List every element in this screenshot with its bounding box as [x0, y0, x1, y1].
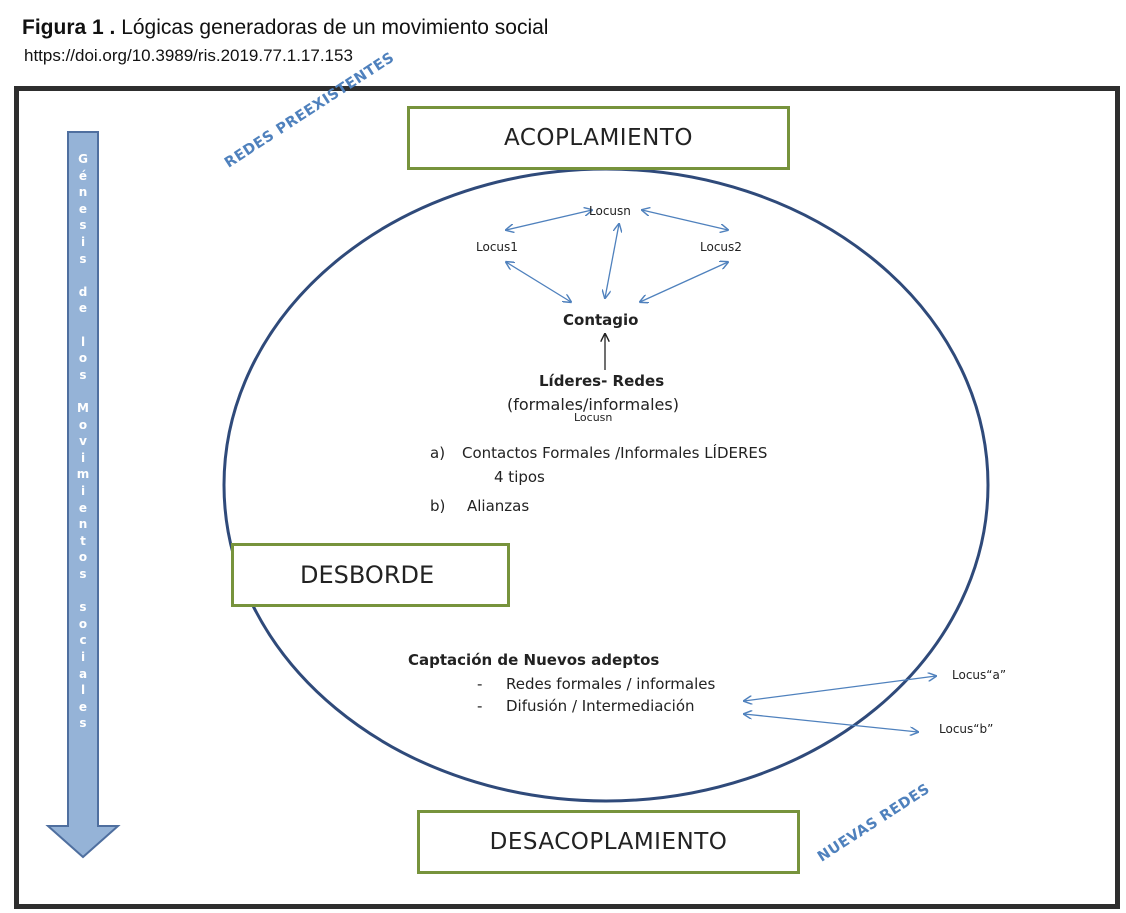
list-a-marker: a) — [430, 444, 446, 462]
genesis-arrow-letter: s — [79, 716, 87, 731]
genesis-arrow-letter: l — [80, 334, 86, 349]
genesis-arrow-letter: s — [79, 218, 87, 233]
list-a-text: Contactos Formales /Informales LÍDERES — [462, 444, 768, 462]
arrow-locusn-contagio — [605, 224, 619, 298]
genesis-arrow-letter: v — [79, 434, 87, 449]
genesis-arrow-letter: l — [80, 683, 86, 698]
arrow-locus1-locusn — [506, 210, 592, 230]
figure-label: Figura 1 . — [22, 16, 116, 39]
genesis-arrow-letter: a — [78, 666, 88, 681]
figure-caption: Figura 1 . Lógicas generadoras de un mov… — [22, 16, 548, 40]
label-locus-2: Locus2 — [700, 240, 742, 254]
arrow-locus2-contagio — [640, 262, 728, 302]
genesis-arrow-letter: e — [78, 301, 88, 316]
label-locus-1: Locus1 — [476, 240, 518, 254]
list-a-sub: 4 tipos — [494, 468, 545, 486]
genesis-arrow-letter: n — [78, 517, 88, 532]
genesis-arrow-letter: n — [78, 185, 88, 200]
label-locus-n-small: Locusn — [574, 411, 613, 424]
genesis-arrow-letter: i — [80, 484, 86, 498]
genesis-arrow-letter: s — [79, 567, 87, 581]
arrow-locus1-contagio — [506, 262, 571, 302]
captacion-dash-2: - — [477, 697, 483, 715]
arrow-captacion-locus-b — [744, 714, 918, 732]
captacion-item-1: Redes formales / informales — [506, 675, 716, 693]
figure-title: Lógicas generadoras de un movimiento soc… — [121, 16, 549, 39]
label-locus-b: Locus“b” — [939, 722, 994, 736]
genesis-arrow-letter: i — [80, 450, 86, 465]
genesis-arrow-letter: e — [78, 500, 88, 515]
genesis-arrow-letter: o — [78, 550, 88, 565]
figure-doi: https://doi.org/10.3989/ris.2019.77.1.17… — [24, 46, 353, 65]
box-acoplamiento: ACOPLAMIENTO — [407, 106, 790, 170]
genesis-arrow-letter: i — [80, 650, 86, 664]
genesis-arrow — [45, 131, 121, 859]
label-locus-a: Locus“a” — [952, 668, 1007, 682]
genesis-arrow-letter: c — [79, 633, 87, 648]
genesis-arrow-letter: e — [78, 699, 88, 714]
label-contagio: Contagio — [563, 311, 639, 329]
captacion-item-2: Difusión / Intermediación — [506, 697, 695, 715]
genesis-arrow-letter: i — [80, 235, 86, 249]
genesis-arrow-letter: o — [78, 351, 88, 366]
genesis-arrow-letter: d — [78, 284, 88, 299]
list-b-text: Alianzas — [467, 497, 530, 515]
genesis-arrow-letter: G — [78, 152, 88, 166]
arrow-captacion-locus-a — [744, 676, 936, 701]
captacion-dash-1: - — [477, 675, 483, 693]
genesis-arrow-letter: s — [79, 367, 87, 382]
arrow-locusn-locus2 — [642, 210, 728, 230]
list-b-marker: b) — [430, 497, 446, 515]
box-desacoplamiento: DESACOPLAMIENTO — [417, 810, 800, 874]
genesis-arrow-letter: e — [78, 201, 88, 216]
genesis-arrow-letter: m — [76, 467, 90, 482]
diagram-frame — [14, 86, 1120, 909]
label-locus-n: Locusn — [589, 204, 631, 218]
genesis-arrow-letter: é — [78, 168, 88, 183]
genesis-arrow-letter: s — [79, 251, 87, 266]
label-lideres-redes: Líderes- Redes — [539, 372, 665, 390]
genesis-arrow-letter: o — [78, 417, 88, 432]
genesis-arrow-letter: s — [79, 600, 87, 615]
label-captacion: Captación de Nuevos adeptos — [408, 651, 660, 669]
genesis-arrow-letter: o — [78, 616, 88, 631]
genesis-arrow-letter: t — [80, 533, 86, 548]
genesis-arrow-letter: M — [77, 401, 89, 415]
box-desborde: DESBORDE — [231, 543, 510, 607]
label-lideres-sub: (formales/informales) — [507, 395, 679, 414]
